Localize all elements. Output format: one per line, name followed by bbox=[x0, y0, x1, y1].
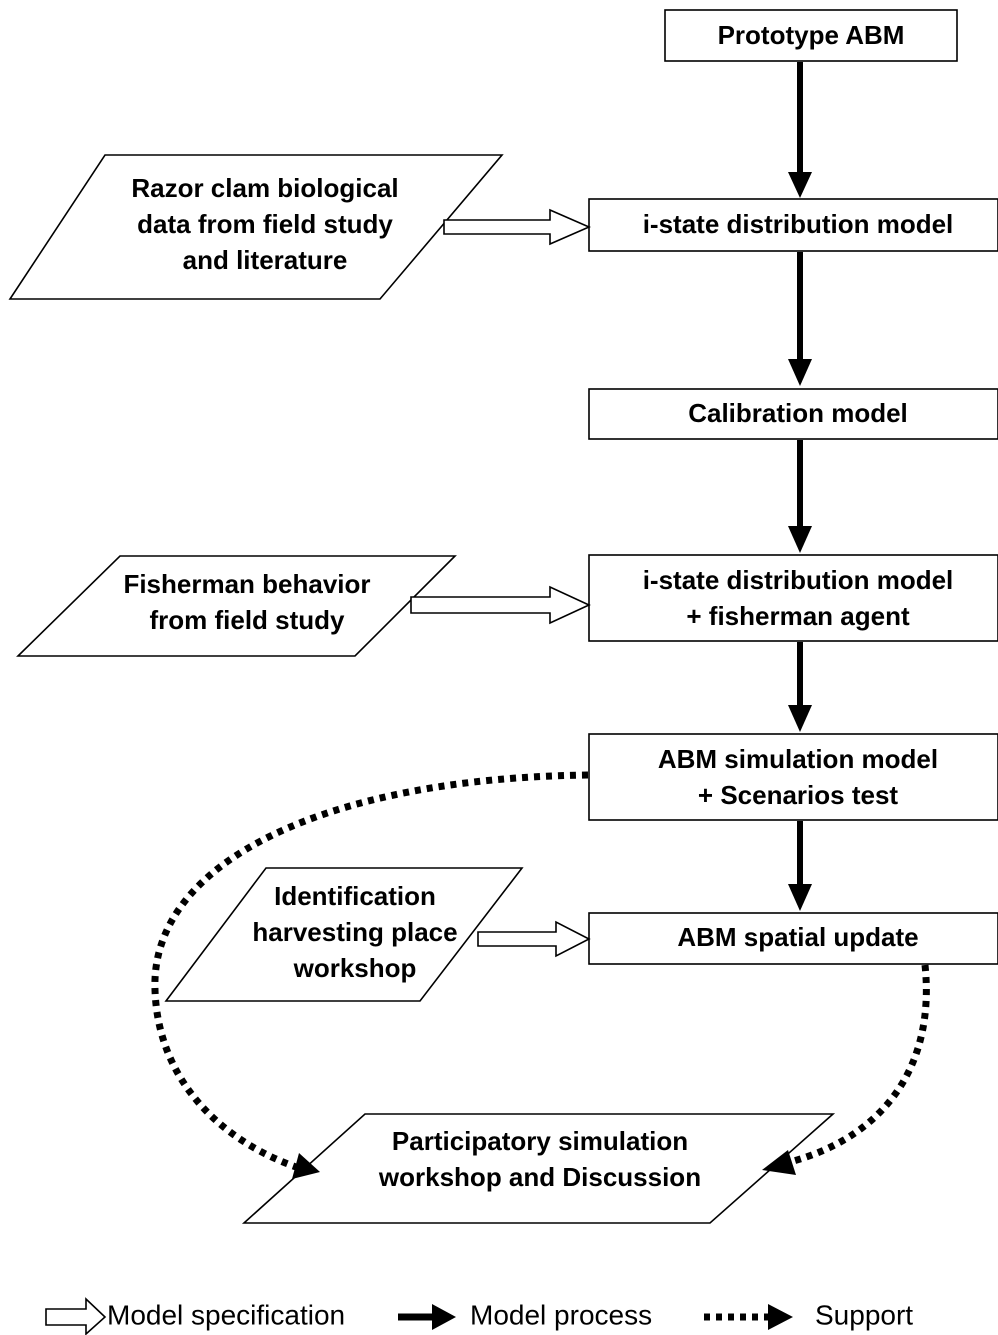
node-label-line-1: Fisherman behavior bbox=[123, 569, 370, 599]
spec-arrow-razor-to-istate bbox=[443, 208, 592, 246]
node-abm-spatial-update: ABM spatial update bbox=[588, 912, 998, 965]
support-arrow-spatial-to-participatory bbox=[762, 964, 930, 1175]
arrow-calibration-to-istate-fisher bbox=[788, 440, 812, 553]
node-label-line-2: data from field study bbox=[137, 209, 393, 239]
node-label-line-2: workshop and Discussion bbox=[378, 1162, 701, 1192]
node-label-line-3: and literature bbox=[183, 245, 348, 275]
node-label-line-1: ABM simulation model bbox=[658, 744, 938, 774]
legend-model-specification: Model specification bbox=[45, 1297, 345, 1335]
node-label-line-1: Razor clam biological bbox=[131, 173, 398, 203]
arrow-abm-sim-to-spatial bbox=[788, 821, 812, 911]
arrow-istate-to-calibration bbox=[788, 252, 812, 386]
node-label: i-state distribution model bbox=[643, 209, 954, 239]
node-label: Prototype ABM bbox=[718, 20, 905, 50]
node-label-line-2: + Scenarios test bbox=[698, 780, 898, 810]
legend-label: Support bbox=[815, 1299, 913, 1330]
node-abm-simulation-model: ABM simulation model + Scenarios test bbox=[588, 733, 998, 821]
node-identification-workshop: Identification harvesting place workshop bbox=[164, 867, 524, 1002]
support-arrow-abm-sim-to-participatory bbox=[151, 771, 589, 1179]
node-label-line-1: Identification bbox=[274, 881, 436, 911]
node-fisherman-behavior: Fisherman behavior from field study bbox=[16, 555, 457, 657]
spec-arrow-identification-to-spatial bbox=[477, 920, 591, 958]
node-istate-fisherman-agent: i-state distribution model + fisherman a… bbox=[588, 554, 998, 642]
arrow-istate-fisher-to-abm-sim bbox=[788, 642, 812, 732]
node-istate-distribution-model: i-state distribution model bbox=[588, 198, 998, 252]
node-label-line-2: harvesting place bbox=[252, 917, 457, 947]
legend-model-process: Model process bbox=[398, 1299, 652, 1330]
legend: Model specification Model process Suppor… bbox=[45, 1297, 913, 1335]
node-label-line-1: Participatory simulation bbox=[392, 1126, 688, 1156]
arrow-prototype-to-istate bbox=[788, 62, 812, 198]
node-label-line-3: workshop bbox=[293, 953, 417, 983]
node-label-line-1: i-state distribution model bbox=[643, 565, 954, 595]
node-razor-clam-data: Razor clam biological data from field st… bbox=[8, 154, 504, 300]
node-label: Calibration model bbox=[688, 398, 908, 428]
legend-label: Model process bbox=[470, 1299, 652, 1330]
node-label-line-2: + fisherman agent bbox=[686, 601, 910, 631]
node-prototype-abm: Prototype ABM bbox=[664, 9, 958, 62]
node-calibration-model: Calibration model bbox=[588, 388, 998, 440]
spec-arrow-fisherman-to-istate-fisher bbox=[410, 585, 591, 625]
node-label-line-2: from field study bbox=[149, 605, 345, 635]
node-label: ABM spatial update bbox=[677, 922, 918, 952]
legend-support: Support bbox=[704, 1299, 913, 1330]
legend-label: Model specification bbox=[107, 1299, 345, 1330]
node-participatory-simulation: Participatory simulation workshop and Di… bbox=[241, 1113, 836, 1224]
